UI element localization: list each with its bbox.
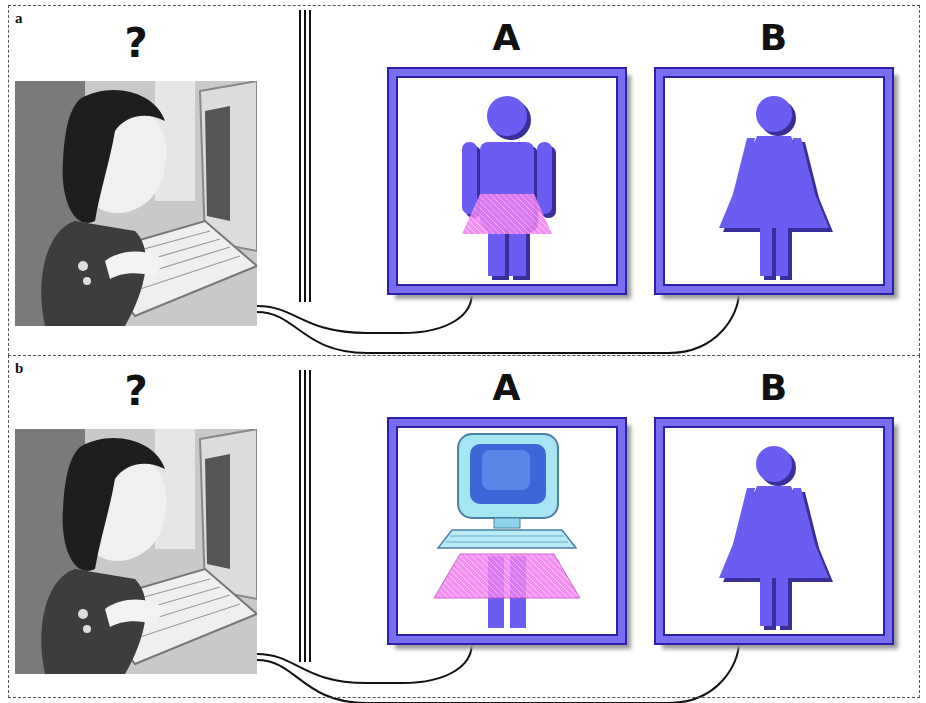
- panel-label: a: [15, 10, 23, 27]
- photo-interrogator: ?: [15, 81, 257, 326]
- wire: [257, 645, 739, 703]
- room-label: A: [396, 16, 618, 60]
- panel-frame: b?AB: [8, 355, 920, 698]
- wire: [257, 295, 739, 353]
- room-label: A: [396, 366, 618, 410]
- wire: [257, 645, 472, 683]
- wire: [257, 295, 472, 333]
- hidden-room: A: [389, 69, 625, 293]
- panel-frame: a?AB: [8, 5, 920, 356]
- question-mark: ?: [15, 19, 257, 67]
- panel-label: b: [15, 360, 23, 377]
- hidden-room: B: [656, 419, 892, 643]
- room-label: B: [663, 16, 885, 60]
- question-mark: ?: [15, 367, 257, 415]
- photo-interrogator: ?: [15, 429, 257, 674]
- hidden-room: A: [389, 419, 625, 643]
- room-label: B: [663, 366, 885, 410]
- hidden-room: B: [656, 69, 892, 293]
